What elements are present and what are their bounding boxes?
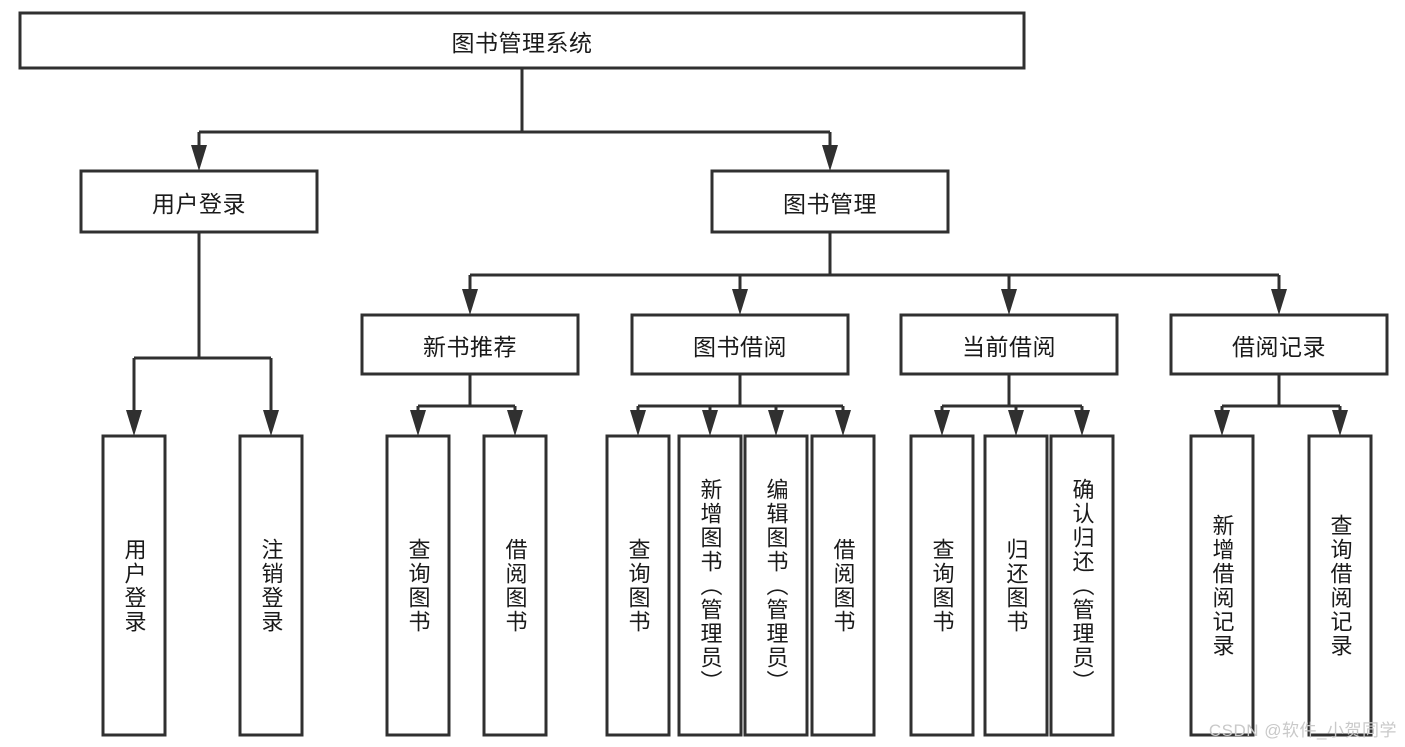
arrow-head-icon: [1214, 410, 1230, 436]
arrow-head-icon: [934, 410, 950, 436]
node-box-leaf-borrow-book-bb: [810, 434, 876, 737]
node-box-leaf-confirm-return: [1049, 434, 1115, 737]
node-box-leaf-query-book-cb: [909, 434, 975, 737]
arrow-head-icon: [263, 410, 279, 436]
arrow-head-icon: [507, 410, 523, 436]
node-box-book-borrow: [630, 313, 850, 376]
arrow-head-icon: [732, 289, 748, 315]
node-box-layer: [18, 11, 1389, 737]
watermark: CSDN @软件_小贺同学: [1208, 721, 1397, 740]
arrow-head-icon: [1332, 410, 1348, 436]
node-box-borrow-record: [1169, 313, 1389, 376]
arrow-head-icon: [822, 145, 838, 171]
arrow-head-icon: [410, 410, 426, 436]
node-box-leaf-add-record: [1189, 434, 1255, 737]
arrow-head-icon: [1001, 289, 1017, 315]
connector-layer: [126, 68, 1348, 436]
node-box-leaf-query-book-rec: [385, 434, 451, 737]
node-box-root: [18, 11, 1026, 70]
arrow-head-icon: [768, 410, 784, 436]
node-box-leaf-query-book-bb: [605, 434, 671, 737]
node-box-book-manage: [710, 169, 950, 234]
arrow-head-icon: [126, 410, 142, 436]
node-box-leaf-return-book: [983, 434, 1049, 737]
node-box-leaf-edit-book: [743, 434, 809, 737]
node-box-new-book-rec: [360, 313, 580, 376]
arrow-head-icon: [1271, 289, 1287, 315]
node-box-current-borrow: [899, 313, 1119, 376]
arrow-head-icon: [462, 289, 478, 315]
arrow-head-icon: [835, 410, 851, 436]
node-box-user-login: [79, 169, 319, 234]
arrow-head-icon: [702, 410, 718, 436]
arrow-head-icon: [1074, 410, 1090, 436]
arrow-head-icon: [1008, 410, 1024, 436]
node-box-leaf-borrow-book-rec: [482, 434, 548, 737]
node-box-leaf-user-login: [101, 434, 167, 737]
node-box-leaf-logout: [238, 434, 304, 737]
arrow-head-icon: [630, 410, 646, 436]
node-box-leaf-add-book: [677, 434, 743, 737]
arrow-head-icon: [191, 145, 207, 171]
node-box-leaf-query-record: [1307, 434, 1373, 737]
